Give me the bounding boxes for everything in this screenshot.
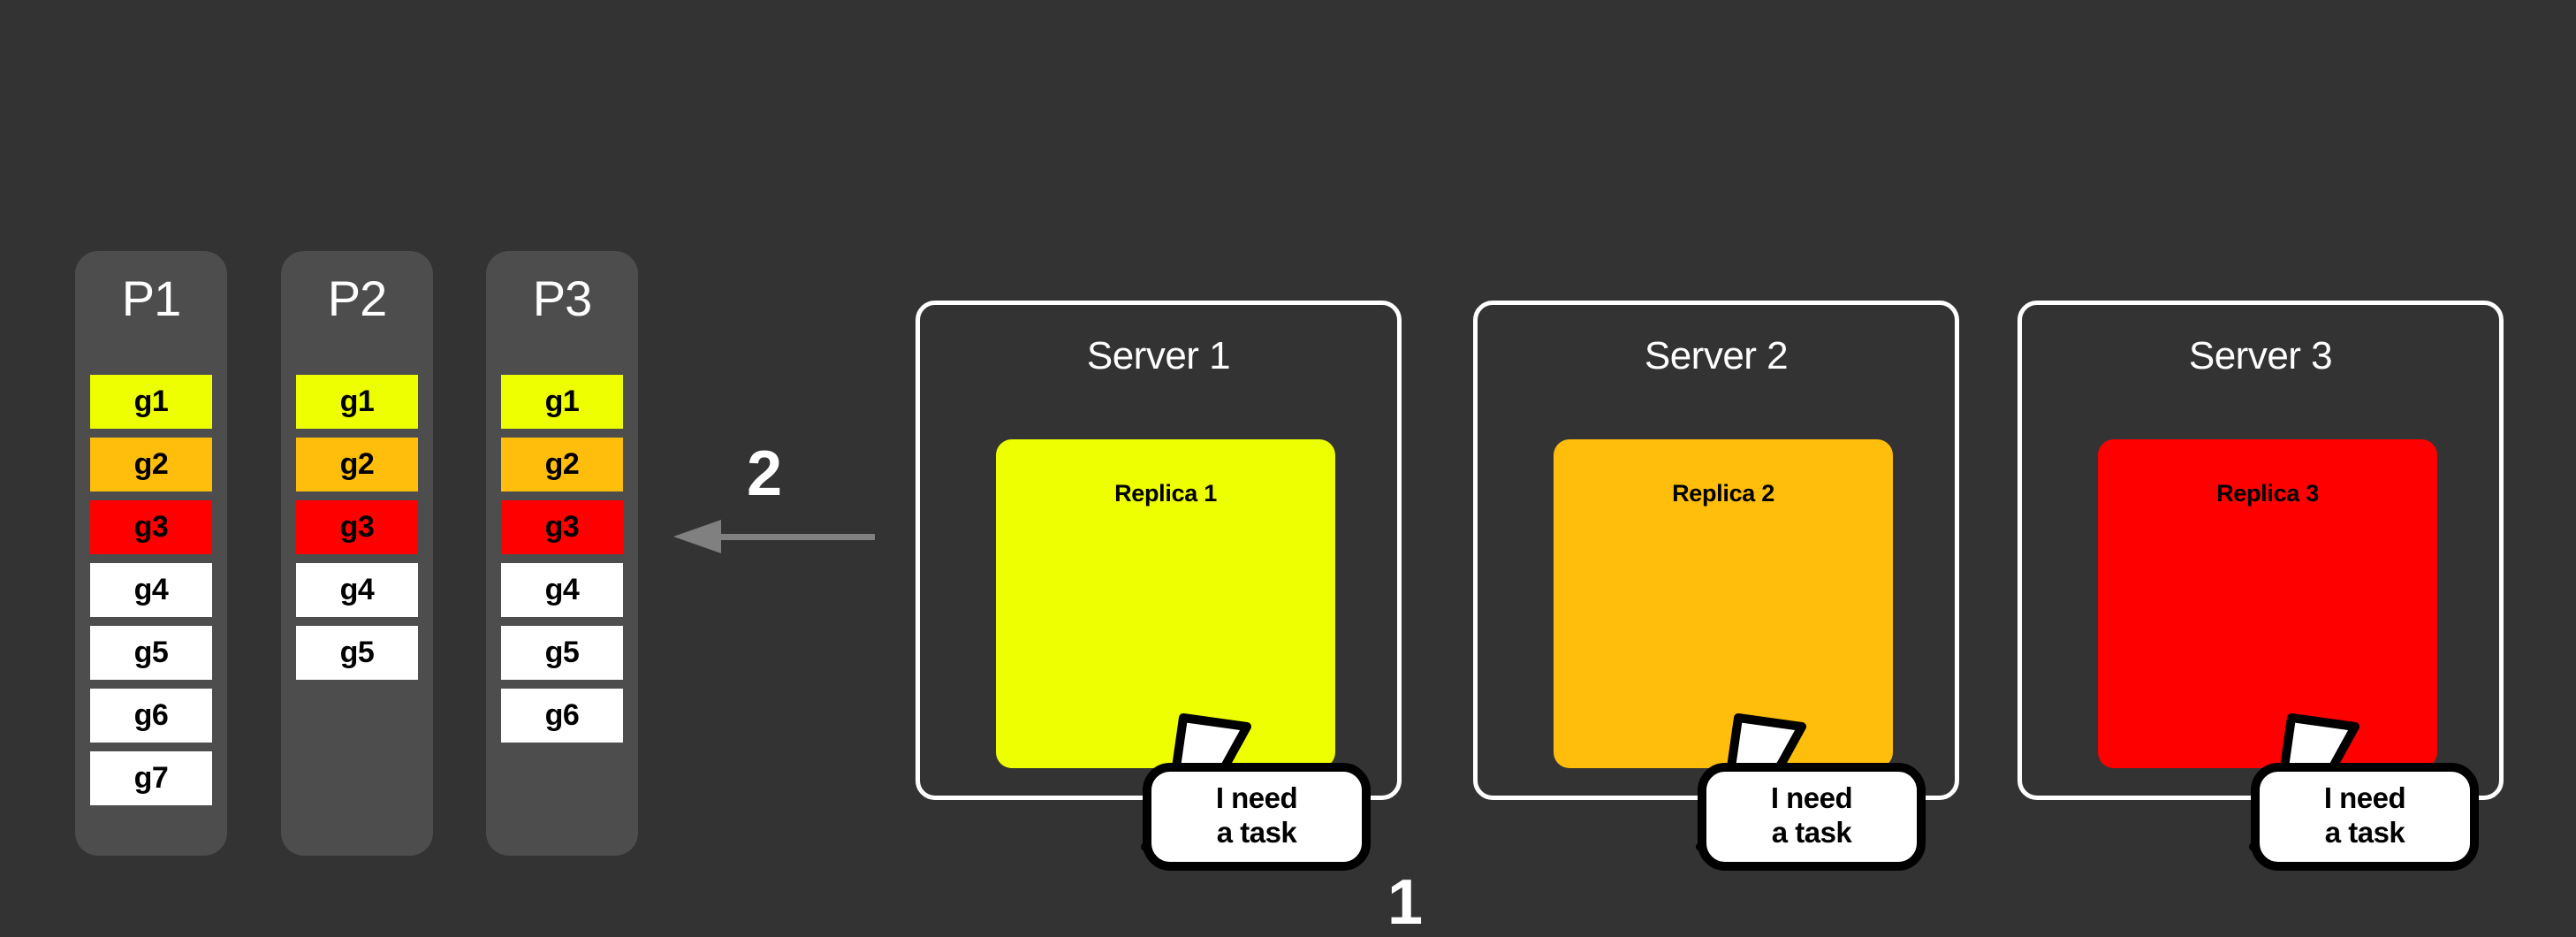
task-slot-label: g7: [133, 761, 169, 795]
arrow-head: [673, 520, 721, 553]
arrow-shaft: [719, 534, 875, 540]
partition-column-p3: P3 g1 g2 g3 g4 g5 g6: [486, 251, 638, 856]
task-slot: g5: [90, 626, 212, 680]
replica-label: Replica 3: [2216, 480, 2319, 507]
task-slot-label: g5: [339, 636, 375, 669]
replica-label: Replica 1: [1114, 480, 1217, 507]
task-slot-label: g6: [544, 698, 580, 732]
step-number-2: 2: [747, 438, 782, 509]
left-arrow-icon: [673, 520, 875, 553]
server-title: Server 2: [1644, 334, 1789, 377]
task-slot-label: g1: [544, 385, 580, 418]
task-slot-label: g3: [339, 510, 375, 544]
task-slot-label: g1: [133, 385, 169, 418]
speech-bubble-server-1: I need a task: [1141, 713, 1371, 871]
task-slot: g3: [296, 500, 418, 554]
partition-slot-stack: g1 g2 g3 g4 g5 g6 g7: [90, 375, 212, 814]
replica-box: Replica 1: [996, 439, 1335, 768]
task-slot-label: g5: [133, 636, 169, 669]
task-slot-label: g2: [339, 447, 375, 481]
server-box-2: Server 2 Replica 2: [1473, 301, 1959, 800]
task-slot: g4: [501, 563, 623, 617]
replica-box: Replica 2: [1554, 439, 1893, 768]
speech-bubble-server-3: I need a task: [2249, 713, 2479, 871]
task-slot-label: g1: [339, 385, 375, 418]
task-slot-label: g4: [339, 573, 375, 606]
server-box-1: Server 1 Replica 1: [916, 301, 1402, 800]
server-box-3: Server 3 Replica 3: [2017, 301, 2504, 800]
server-title: Server 3: [2188, 334, 2333, 377]
replica-label: Replica 2: [1672, 480, 1774, 507]
task-slot-label: g4: [544, 573, 580, 606]
task-slot: g3: [90, 500, 212, 554]
partition-column-p2: P2 g1 g2 g3 g4 g5: [281, 251, 433, 856]
partition-slot-stack: g1 g2 g3 g4 g5: [296, 375, 418, 689]
task-slot-label: g5: [544, 636, 580, 669]
task-slot: g5: [296, 626, 418, 680]
task-slot: g4: [90, 563, 212, 617]
task-slot-label: g3: [133, 510, 169, 544]
task-slot: g6: [501, 689, 623, 743]
task-slot: g1: [296, 375, 418, 429]
task-slot: g4: [296, 563, 418, 617]
task-slot-label: g2: [133, 447, 169, 481]
task-slot-label: g3: [544, 510, 580, 544]
task-slot: g5: [501, 626, 623, 680]
server-title: Server 1: [1086, 334, 1231, 377]
task-slot: g2: [296, 438, 418, 491]
partition-slot-stack: g1 g2 g3 g4 g5 g6: [501, 375, 623, 751]
task-slot-label: g6: [133, 698, 169, 732]
task-slot: g7: [90, 751, 212, 805]
speech-bubble-shape: [1141, 713, 1371, 871]
partition-title: P1: [121, 270, 182, 326]
task-slot: g6: [90, 689, 212, 743]
partition-title: P2: [327, 270, 388, 326]
partition-column-p1: P1 g1 g2 g3 g4 g5 g6 g7: [75, 251, 227, 856]
speech-bubble-server-2: I need a task: [1696, 713, 1926, 871]
task-slot: g1: [501, 375, 623, 429]
task-slot: g2: [90, 438, 212, 491]
replica-box: Replica 3: [2098, 439, 2437, 768]
task-slot: g3: [501, 500, 623, 554]
partition-title: P3: [532, 270, 593, 326]
task-slot: g2: [501, 438, 623, 491]
speech-bubble-shape: [1696, 713, 1926, 871]
task-slot-label: g4: [133, 573, 169, 606]
speech-bubble-shape: [2249, 713, 2479, 871]
task-slot-label: g2: [544, 447, 580, 481]
step-number-1: 1: [1387, 867, 1423, 937]
task-slot: g1: [90, 375, 212, 429]
